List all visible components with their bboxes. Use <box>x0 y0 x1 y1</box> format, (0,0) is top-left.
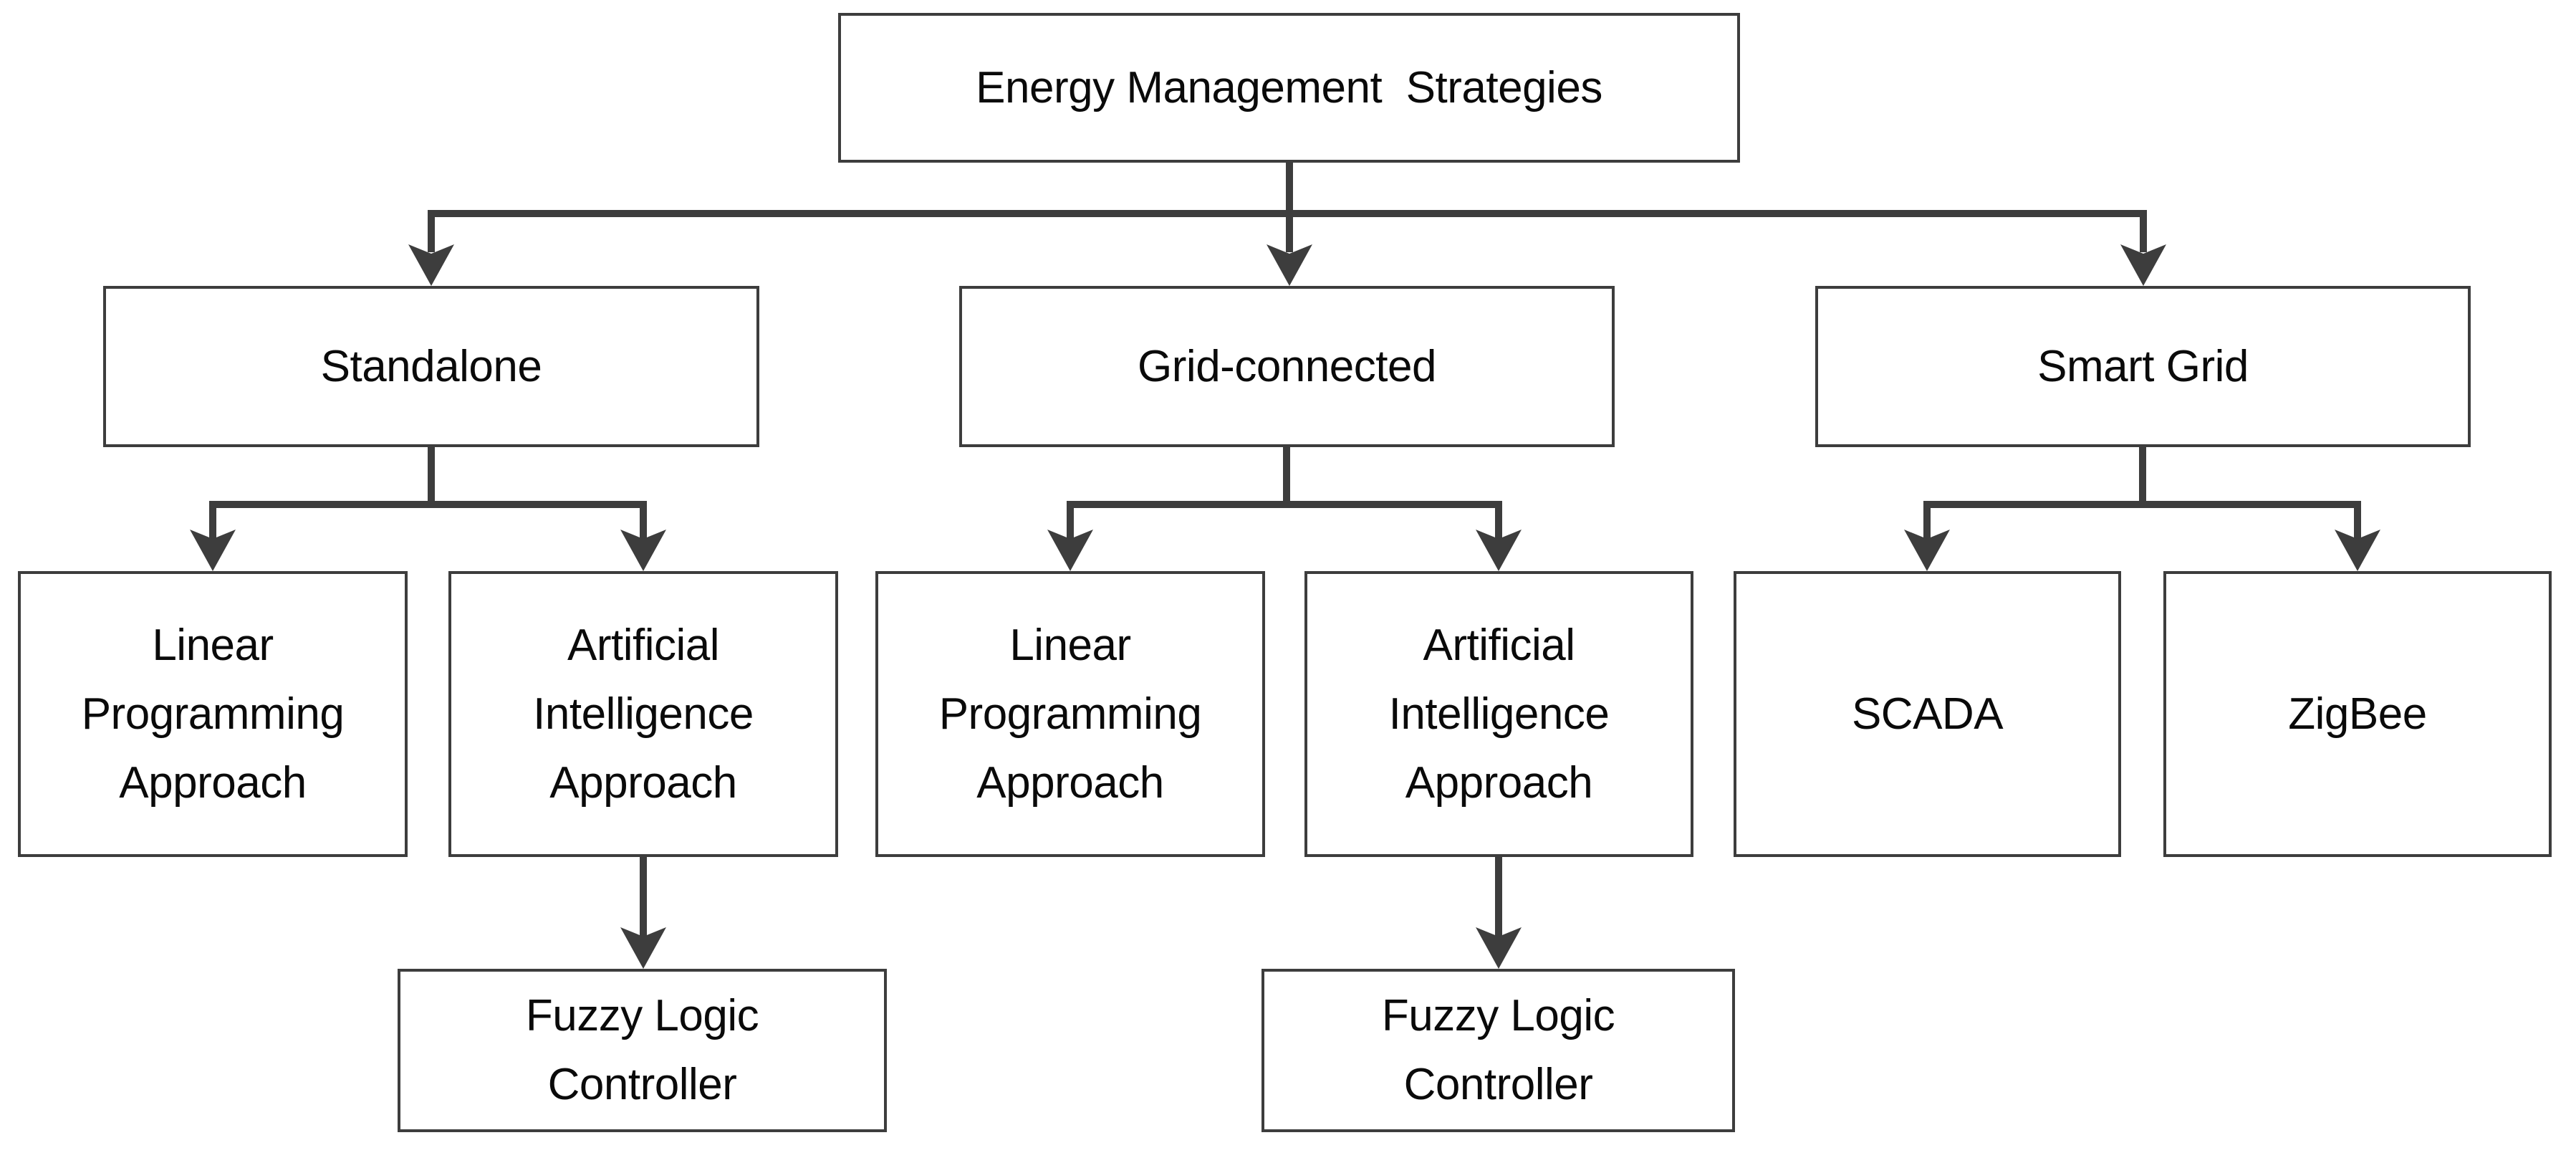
node-scada: SCADA <box>1734 571 2121 857</box>
connector-grid-connected-down-line <box>1283 447 1290 508</box>
connector-drop-smart-grid-line <box>2140 217 2147 252</box>
connector-drop-ai-grid-line <box>1495 508 1502 542</box>
arrowhead-icon <box>1904 530 1950 571</box>
node-fuzzy-logic-controller-standalone: Fuzzy Logic Controller <box>398 969 887 1132</box>
connector-ai-grid-to-flc-line <box>1495 857 1502 937</box>
connector-drop-ai-standalone-line <box>640 508 647 542</box>
arrowhead-icon <box>1476 927 1522 969</box>
node-artificial-intelligence-approach-grid: Artificial Intelligence Approach <box>1304 571 1693 857</box>
node-label: Standalone <box>320 341 542 391</box>
node-linear-programming-approach-standalone: Linear Programming Approach <box>18 571 408 857</box>
node-label: ZigBee <box>2288 689 2427 739</box>
connector-level1-horizontal-bar <box>428 210 2147 217</box>
node-label: Fuzzy Logic Controller <box>525 991 759 1109</box>
connector-drop-zigbee-line <box>2354 508 2361 542</box>
connector-smart-grid-down-line <box>2139 447 2146 508</box>
node-smart-grid: Smart Grid <box>1815 286 2471 447</box>
node-fuzzy-logic-controller-grid: Fuzzy Logic Controller <box>1261 969 1735 1132</box>
node-label: Linear Programming Approach <box>938 620 1202 808</box>
node-zigbee: ZigBee <box>2163 571 2552 857</box>
arrowhead-icon <box>1267 244 1312 286</box>
node-label: Artificial Intelligence Approach <box>533 620 754 808</box>
arrowhead-icon <box>2335 530 2380 571</box>
connector-standalone-down-line <box>428 447 435 508</box>
connector-drop-lp-standalone-line <box>209 508 216 542</box>
arrowhead-icon <box>2120 244 2166 286</box>
connector-grid-connected-horizontal-bar <box>1067 501 1502 508</box>
node-label: Linear Programming Approach <box>81 620 345 808</box>
node-linear-programming-approach-grid: Linear Programming Approach <box>875 571 1265 857</box>
arrowhead-icon <box>1476 530 1522 571</box>
connector-ai-standalone-to-flc-line <box>640 857 647 937</box>
connector-drop-scada-line <box>1923 508 1931 542</box>
node-label: SCADA <box>1851 689 2004 739</box>
node-standalone: Standalone <box>103 286 759 447</box>
arrowhead-icon <box>408 244 454 286</box>
connector-drop-standalone-line <box>428 217 435 252</box>
arrowhead-icon <box>1047 530 1093 571</box>
node-label: Energy Management Strategies <box>976 62 1602 113</box>
connector-drop-lp-grid-line <box>1067 508 1074 542</box>
node-label: Grid-connected <box>1138 341 1436 391</box>
node-label: Smart Grid <box>2037 341 2249 391</box>
node-label: Artificial Intelligence Approach <box>1388 620 1610 808</box>
connector-root-down-line <box>1286 163 1293 217</box>
arrowhead-icon <box>620 927 666 969</box>
arrowhead-icon <box>190 530 236 571</box>
node-label: Fuzzy Logic Controller <box>1381 991 1615 1109</box>
arrowhead-icon <box>620 530 666 571</box>
node-energy-management-strategies: Energy Management Strategies <box>838 13 1740 163</box>
connector-drop-grid-connected-line <box>1286 217 1293 252</box>
connector-smart-grid-horizontal-bar <box>1923 501 2361 508</box>
connector-standalone-horizontal-bar <box>209 501 647 508</box>
node-artificial-intelligence-approach-standalone: Artificial Intelligence Approach <box>448 571 838 857</box>
node-grid-connected: Grid-connected <box>959 286 1615 447</box>
